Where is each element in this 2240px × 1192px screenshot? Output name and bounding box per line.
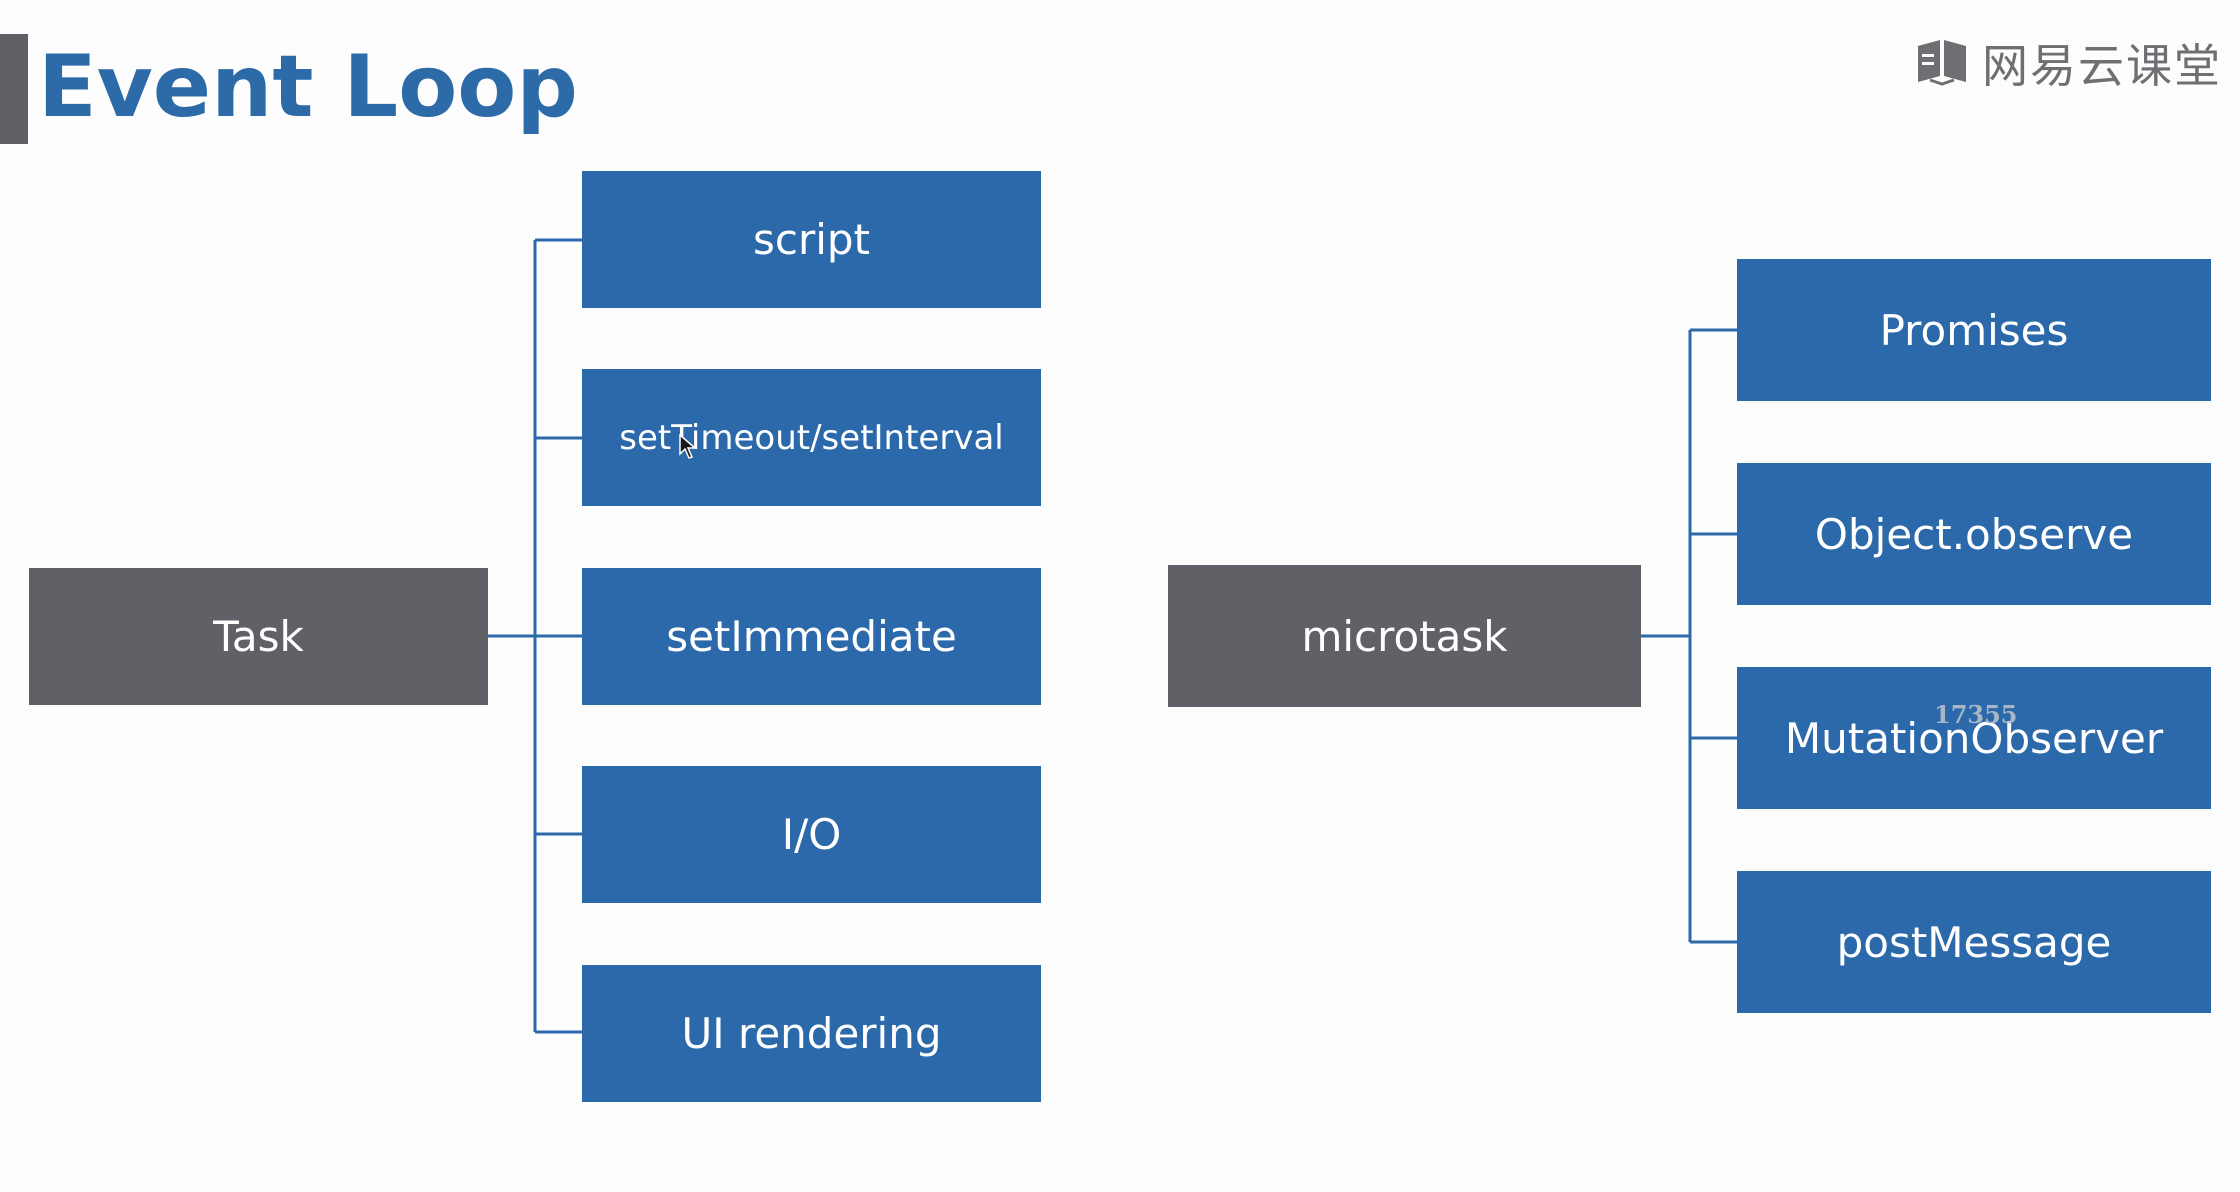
- logo-text: 网易云课堂: [1982, 39, 2222, 93]
- watermark-number: 17355: [1934, 700, 2018, 729]
- microtask-child-mutationobserver: MutationObserver: [1737, 667, 2211, 809]
- microtask-child-label: Object.observe: [1814, 509, 2134, 559]
- task-child-label: setImmediate: [666, 612, 957, 661]
- task-child-ui-rendering: UI rendering: [582, 965, 1041, 1102]
- microtask-child-promises: Promises: [1737, 259, 2211, 401]
- microtask-child-label: postMessage: [1836, 917, 2112, 967]
- task-child-io: I/O: [582, 766, 1041, 903]
- slide-title: Event Loop: [38, 37, 578, 137]
- microtask-child-object-observe: Object.observe: [1737, 463, 2211, 605]
- task-child-label: UI rendering: [681, 1009, 942, 1058]
- task-child-settimeout-setinterval: setTimeout/setInterval: [582, 369, 1041, 506]
- microtask-box: microtask: [1168, 565, 1641, 707]
- microtask-label: microtask: [1301, 611, 1508, 661]
- task-child-label: script: [752, 215, 871, 264]
- task-child-label: I/O: [781, 810, 842, 859]
- microtask-child-postmessage: postMessage: [1737, 871, 2211, 1013]
- title-accent-bar: [0, 34, 28, 144]
- logo: 网易云课堂: [1914, 30, 2222, 96]
- microtask-child-label: MutationObserver: [1784, 713, 2164, 763]
- task-box: Task: [29, 568, 488, 705]
- microtask-child-label: Promises: [1879, 305, 2069, 355]
- task-child-script: script: [582, 171, 1041, 308]
- book-icon: [1914, 36, 1970, 91]
- mouse-cursor-icon: [679, 433, 698, 465]
- task-label: Task: [213, 612, 304, 661]
- task-child-setimmediate: setImmediate: [582, 568, 1041, 705]
- task-child-label: setTimeout/setInterval: [619, 417, 1004, 458]
